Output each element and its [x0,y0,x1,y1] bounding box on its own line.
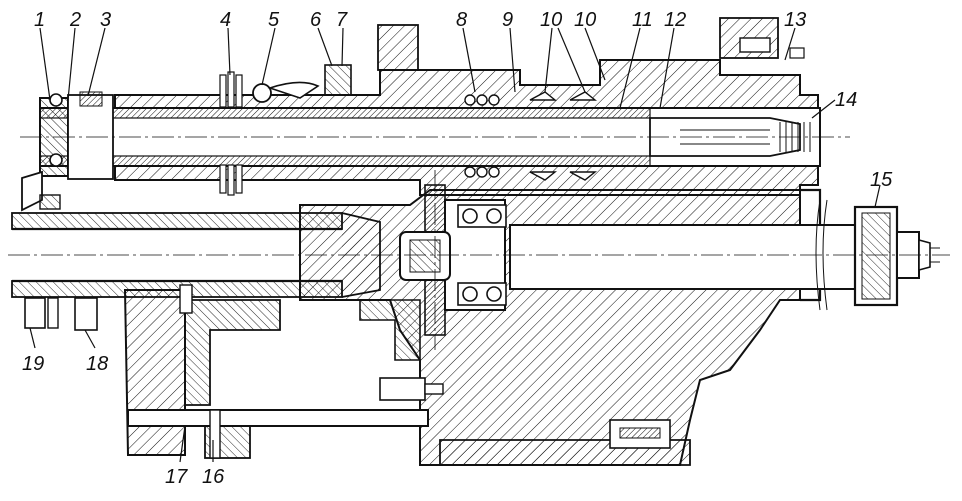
central-gear-coupling [379,184,507,401]
callout-10b: 10 [574,9,596,31]
callout-17: 17 [165,466,188,488]
callout-15: 15 [870,169,893,191]
callout-9: 9 [502,9,513,31]
callout-10a: 10 [540,9,562,31]
center-lines [8,136,950,350]
clutch-discs [219,71,243,196]
spindle-bearings [464,91,597,181]
callout-19: 19 [22,353,44,375]
callout-14: 14 [835,89,857,111]
callout-13: 13 [784,9,806,31]
callout-4: 4 [220,9,231,31]
callout-6: 6 [310,9,322,31]
bearing-upper [457,204,507,228]
callout-18: 18 [86,353,108,375]
callout-7: 7 [336,9,348,31]
callout-labels: 1 2 3 4 5 6 7 8 9 10 10 11 12 13 14 15 1… [22,9,893,488]
lower-shaft-left [11,212,381,314]
leader-lines [29,27,881,463]
bearing-lower [457,282,507,306]
callout-5: 5 [268,9,280,31]
callout-11: 11 [632,9,653,31]
callout-12: 12 [664,9,686,31]
callout-3: 3 [100,9,111,31]
callout-2: 2 [69,9,81,31]
lower-shaft-right [509,199,940,311]
callout-16: 16 [202,466,225,488]
callout-8: 8 [456,9,467,31]
callout-1: 1 [34,9,45,31]
